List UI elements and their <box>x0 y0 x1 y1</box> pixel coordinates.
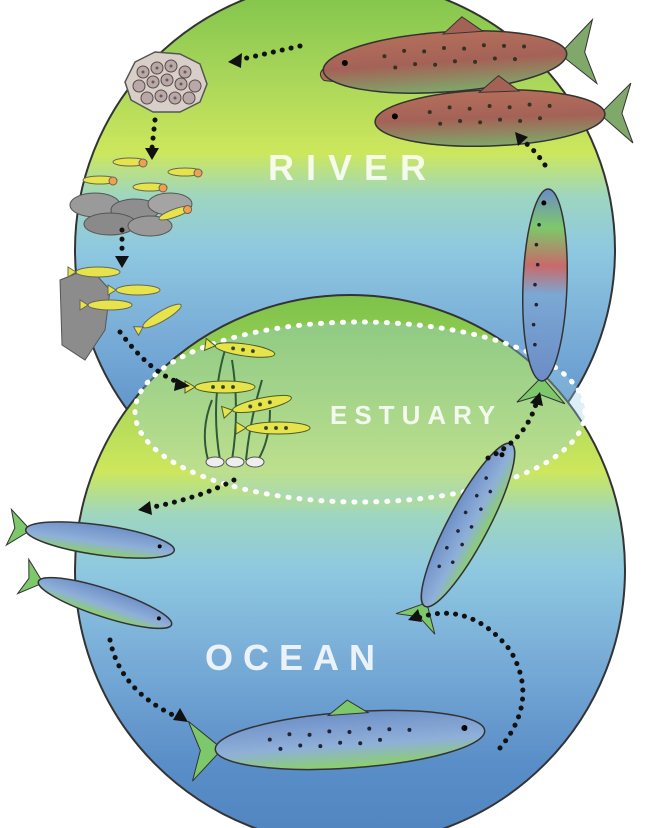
estuary-label: ESTUARY <box>330 400 502 430</box>
ocean-label: OCEAN <box>205 637 385 678</box>
eggs-cluster <box>125 52 207 112</box>
estuary-pebbles <box>206 457 264 467</box>
river-label: RIVER <box>268 147 438 188</box>
